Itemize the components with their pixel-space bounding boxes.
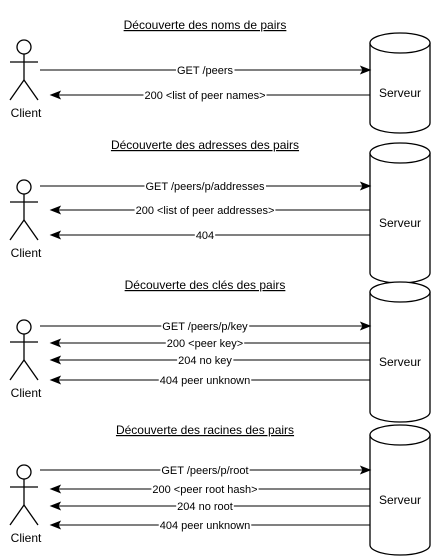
- server-label: Serveur: [379, 493, 421, 507]
- message-arrow: 200 <list of peer names>: [49, 90, 370, 102]
- message-arrow: 404 peer unknown: [49, 520, 370, 532]
- section-title: Découverte des racines des pairs: [116, 423, 294, 437]
- server-label: Serveur: [379, 86, 421, 100]
- message-label: 404 peer unknown: [160, 520, 251, 532]
- message-label: 404: [196, 230, 214, 242]
- section-title: Découverte des clés des pairs: [125, 278, 286, 292]
- server-database-icon: [369, 424, 431, 556]
- message-label: 200 <list of peer addresses>: [136, 205, 275, 217]
- server-label: Serveur: [379, 355, 421, 369]
- server-label: Serveur: [379, 216, 421, 230]
- message-arrow: GET /peers: [40, 65, 372, 77]
- message-label: 200 <peer root hash>: [152, 484, 257, 496]
- message-label: GET /peers/p/addresses: [145, 181, 265, 193]
- message-label: GET /peers/p/key: [162, 321, 248, 333]
- message-arrow: 404 peer unknown: [49, 375, 370, 387]
- message-arrow: 204 no key: [49, 355, 370, 367]
- client-label: Client: [11, 246, 42, 260]
- client-actor-icon: [9, 319, 39, 381]
- client-actor-icon: [9, 464, 39, 526]
- message-label: 204 no root: [177, 501, 233, 513]
- client-label: Client: [11, 106, 42, 120]
- message-arrow: 204 no root: [49, 501, 370, 513]
- message-arrow: 200 <peer key>: [49, 338, 370, 350]
- message-arrow: 200 <list of peer addresses>: [49, 205, 370, 217]
- section-title: Découverte des noms de pairs: [124, 18, 287, 32]
- client-label: Client: [11, 386, 42, 400]
- message-arrow: 200 <peer root hash>: [49, 484, 370, 496]
- message-arrow: GET /peers/p/addresses: [40, 181, 372, 193]
- message-arrow: GET /peers/p/root: [40, 465, 372, 477]
- message-label: GET /peers/p/root: [161, 465, 248, 477]
- client-actor-icon: [9, 39, 39, 101]
- message-label: 204 no key: [178, 355, 232, 367]
- server-database-icon: [369, 281, 431, 423]
- message-label: GET /peers: [177, 65, 234, 77]
- section-title: Découverte des adresses des pairs: [111, 138, 299, 152]
- server-database-icon: [369, 142, 431, 284]
- client-actor-icon: [9, 179, 39, 241]
- message-arrow: GET /peers/p/key: [40, 321, 372, 333]
- message-label: 200 <list of peer names>: [144, 90, 265, 102]
- client-label: Client: [11, 531, 42, 545]
- message-arrow: 404: [49, 230, 370, 242]
- message-label: 404 peer unknown: [160, 375, 251, 387]
- server-database-icon: [369, 32, 431, 134]
- message-label: 200 <peer key>: [167, 338, 243, 350]
